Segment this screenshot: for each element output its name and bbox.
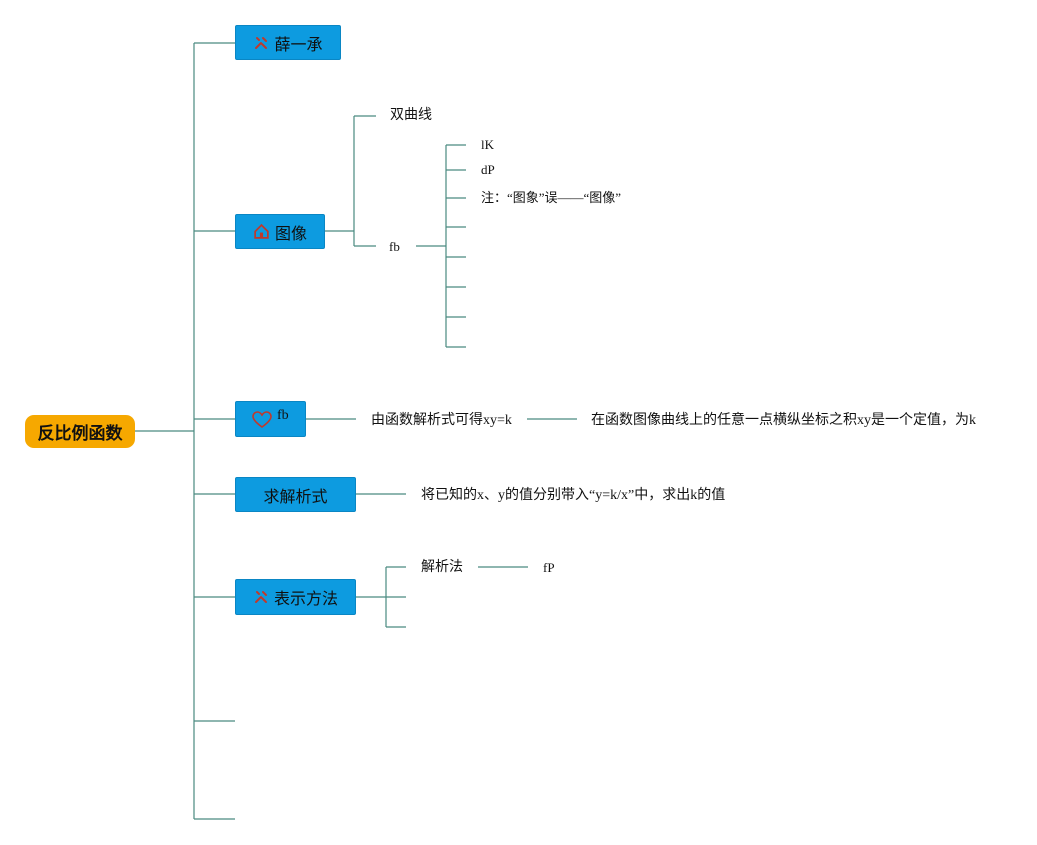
leaf-def-formula[interactable]: 由函数解析式可得xy=k xyxy=(371,413,512,428)
leaf-hyperbola[interactable]: 双曲线 xyxy=(390,108,432,123)
home-icon xyxy=(253,223,270,240)
branch-repr-label: 表示方法 xyxy=(273,591,338,608)
root-node[interactable]: 反比例函数 xyxy=(25,415,135,448)
branch-graph-label: 图像 xyxy=(274,225,307,243)
tools-icon xyxy=(253,589,269,605)
branch-solve[interactable]: 求解析式 xyxy=(235,477,356,512)
leaf-dp[interactable]: dP xyxy=(481,162,495,177)
branch-author-label: 薛一承 xyxy=(274,36,323,54)
branch-graph[interactable]: 图像 xyxy=(235,214,325,249)
leaf-solve-method[interactable]: 将已知的x、y的值分别带入“y=k/x”中，求出k的值 xyxy=(421,488,726,503)
branch-solve-label: 求解析式 xyxy=(263,488,328,506)
leaf-def-explain[interactable]: 在函数图像曲线上的任意一点横纵坐标之积xy是一个定值，为k xyxy=(591,413,976,428)
root-label: 反比例函数 xyxy=(37,424,123,443)
leaf-fp[interactable]: fP xyxy=(543,560,555,575)
heart-icon xyxy=(252,411,272,429)
leaf-note[interactable]: 注：“图象”误——“图像” xyxy=(481,190,622,205)
branch-def[interactable]: fb xyxy=(235,401,306,437)
branch-author[interactable]: 薛一承 xyxy=(235,25,341,60)
leaf-lk[interactable]: lK xyxy=(481,137,494,152)
tools-icon xyxy=(253,35,269,51)
branch-def-label: fb xyxy=(277,408,289,423)
branch-repr[interactable]: 表示方法 xyxy=(235,579,356,615)
leaf-analytic[interactable]: 解析法 xyxy=(421,560,463,575)
leaf-graph-fb[interactable]: fb xyxy=(389,239,400,254)
